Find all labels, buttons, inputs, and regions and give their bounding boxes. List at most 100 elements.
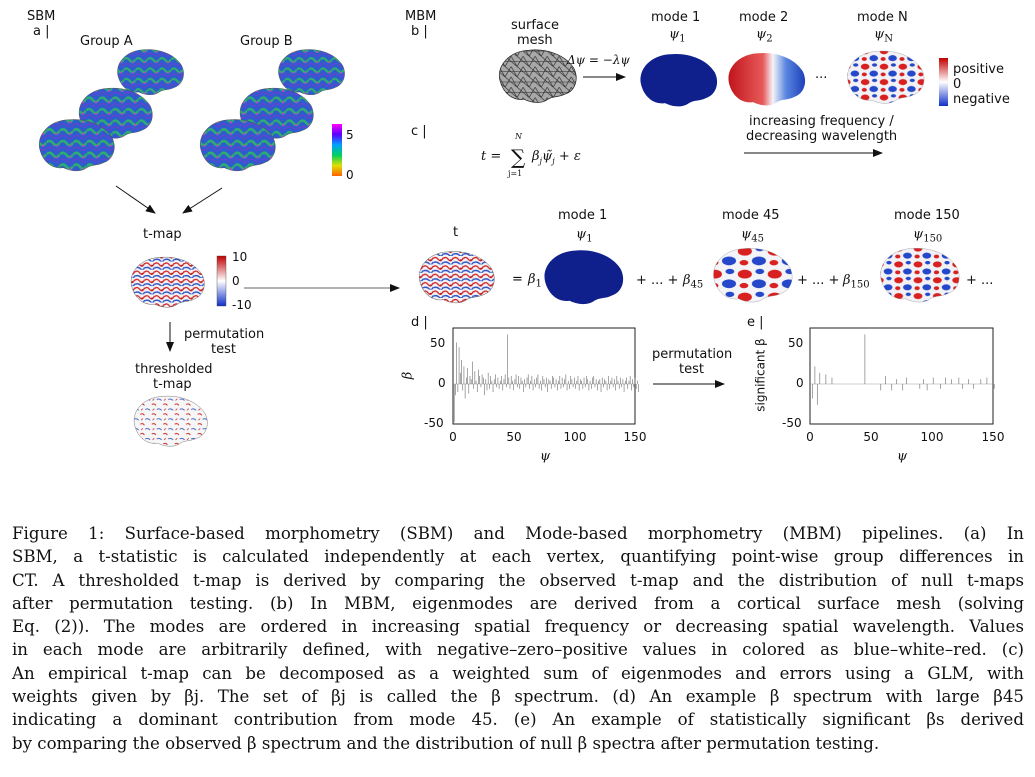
bar bbox=[549, 380, 551, 384]
group-b-brains bbox=[199, 49, 346, 172]
bar bbox=[621, 384, 622, 388]
decomp-beta-150: β150 bbox=[843, 273, 870, 291]
bar bbox=[544, 384, 546, 388]
tmap-title: t-map bbox=[143, 227, 182, 242]
bar bbox=[611, 377, 613, 384]
legend-positive: positive bbox=[953, 62, 1004, 77]
bar bbox=[455, 384, 456, 396]
bar bbox=[566, 384, 568, 391]
caption-line: by comparing the observed β spectrum and… bbox=[12, 733, 880, 753]
bar bbox=[457, 384, 459, 392]
bar bbox=[542, 376, 544, 384]
caption-line: in each mode are arbitrarily defined, wi… bbox=[12, 640, 1024, 660]
tmap-brain bbox=[130, 256, 205, 308]
group-b-label: Group B bbox=[240, 34, 293, 49]
bar bbox=[514, 379, 516, 384]
figure-graphics bbox=[38, 49, 995, 447]
mbm-title: MBM bbox=[405, 9, 437, 24]
bar bbox=[638, 384, 639, 392]
bar bbox=[825, 374, 827, 384]
thresholded-line1: thresholded bbox=[135, 362, 213, 377]
figure-caption: Figure 1: Surface-based morphometry (SBM… bbox=[12, 522, 1024, 755]
bar bbox=[605, 380, 607, 384]
chart-d-xtick-50: 50 bbox=[506, 430, 522, 444]
mode-n-brain bbox=[847, 50, 925, 104]
chart-e-xlabel: ψ bbox=[897, 449, 908, 464]
bar bbox=[456, 342, 457, 384]
mode-ellipsis: ··· bbox=[815, 71, 828, 86]
bar bbox=[563, 384, 564, 388]
decomp-psi-150: ψ150 bbox=[913, 227, 943, 245]
caption-line: CT. A thresholded t-map is derived by co… bbox=[12, 570, 1024, 590]
bar bbox=[501, 376, 502, 384]
surface-line2: mesh bbox=[517, 33, 553, 48]
bar bbox=[592, 377, 593, 384]
bar bbox=[461, 360, 462, 384]
bar bbox=[962, 384, 963, 389]
bar bbox=[628, 380, 630, 384]
bar bbox=[552, 376, 553, 384]
caption-line: Eq. (2)). The modes are ordered in incre… bbox=[12, 617, 1024, 637]
bar bbox=[485, 379, 487, 384]
bar bbox=[906, 377, 907, 384]
bar bbox=[896, 379, 897, 384]
bar bbox=[558, 380, 559, 384]
bar bbox=[492, 384, 494, 392]
caption-line: after permutation testing. (b) In MBM, e… bbox=[12, 593, 1024, 613]
chart-e-ytick-neg50: -50 bbox=[782, 416, 802, 430]
chart-d-xtick-0: 0 bbox=[449, 430, 457, 444]
chart-e-ytick-50: 50 bbox=[788, 336, 804, 350]
bar bbox=[571, 379, 573, 384]
bar bbox=[516, 384, 518, 388]
mode-1-brain bbox=[640, 54, 718, 107]
bar bbox=[510, 376, 512, 384]
bar bbox=[518, 376, 519, 384]
panel-a-label: a | bbox=[33, 24, 50, 39]
bar bbox=[541, 384, 542, 391]
chart-d-ytick-0: 0 bbox=[438, 376, 446, 390]
bar bbox=[610, 380, 612, 384]
bar bbox=[569, 384, 570, 389]
bar bbox=[565, 374, 567, 384]
bar bbox=[453, 384, 455, 423]
bar bbox=[980, 379, 982, 384]
bar bbox=[548, 379, 550, 384]
bar bbox=[614, 379, 615, 384]
bar bbox=[940, 384, 941, 389]
bar bbox=[513, 384, 514, 391]
bar bbox=[617, 380, 619, 384]
bar bbox=[484, 384, 485, 396]
caption-line: weights given by βj. The set of βj is ca… bbox=[12, 687, 1024, 707]
bar bbox=[515, 374, 517, 384]
bar bbox=[814, 366, 816, 384]
bar bbox=[524, 379, 525, 384]
decomp-mode-1-title: mode 1 bbox=[558, 208, 608, 223]
beta-spectrum-chart bbox=[452, 327, 639, 425]
bar bbox=[512, 380, 513, 384]
bar bbox=[540, 380, 541, 384]
bar bbox=[607, 376, 609, 384]
bar bbox=[864, 334, 866, 384]
bar bbox=[557, 384, 558, 391]
chart-e-ytick-0: 0 bbox=[796, 376, 804, 390]
bar bbox=[586, 376, 587, 384]
panel-d-label: d | bbox=[411, 315, 428, 330]
bar bbox=[574, 377, 575, 384]
chart-d-xlabel: ψ bbox=[540, 449, 551, 464]
ct-colorbar-min: 0 bbox=[346, 168, 354, 182]
decomp-mode-150-title: mode 150 bbox=[894, 208, 960, 223]
chart-e-xtick-50: 50 bbox=[863, 430, 879, 444]
tmap-colorbar-mid: 0 bbox=[232, 274, 240, 288]
bar bbox=[926, 384, 928, 391]
bar bbox=[583, 377, 585, 384]
perm-test-1-line1: permutation bbox=[184, 327, 265, 342]
bar bbox=[490, 376, 491, 384]
caption-line: SBM, a t-statistic is calculated indepen… bbox=[12, 547, 1024, 567]
psi-1: ψ1 bbox=[669, 27, 686, 45]
bar bbox=[880, 384, 882, 391]
bar bbox=[620, 377, 621, 384]
surface-mesh-brain bbox=[498, 49, 577, 103]
ct-colorbar-max: 5 bbox=[346, 128, 354, 142]
bar bbox=[923, 379, 924, 384]
bar bbox=[479, 376, 481, 384]
